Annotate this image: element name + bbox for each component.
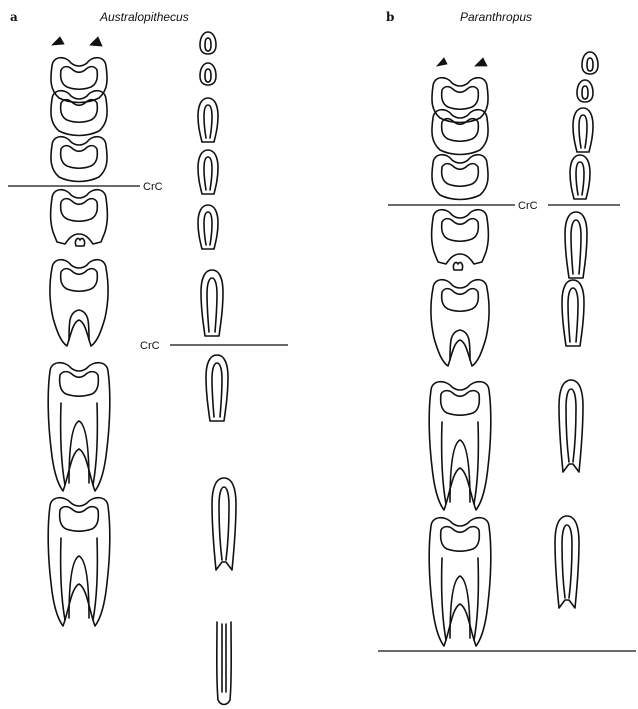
molar-stage-7 [48,498,110,626]
anterior-stage-7 [206,355,228,421]
panel-b-letter: b [386,10,394,24]
panel-a-genus-label: Australopithecus [99,10,189,24]
molar-crown-stage-1 [51,58,107,103]
molar-crown-stage-3 [51,137,107,182]
molar-crown-stage-1 [432,78,488,123]
anterior-stage-6 [201,270,223,336]
anterior-stage-6 [562,280,584,346]
anterior-stage-8 [555,516,579,608]
cusp-tip-icon [90,37,102,46]
crc-label: CrC [143,181,163,193]
anterior-stage-5 [198,205,218,249]
anterior-stage-2 [200,63,216,85]
molar-stage-4 [51,190,108,244]
anterior-stage-8 [212,478,236,570]
molar-stage-5 [50,260,108,346]
molar-crown-stage-2 [432,110,488,155]
molar-stage-6 [48,363,110,491]
crc-label: CrC [140,340,160,352]
panel-b-genus-label: Paranthropus [460,10,532,24]
anterior-stage-4 [570,155,590,199]
anterior-stage-9 [217,622,232,705]
molar-stage-5 [431,280,489,366]
small-cusp-icon [453,262,462,270]
anterior-stage-4 [198,150,218,194]
molar-crown-stage-3 [432,155,488,200]
anterior-stage-1 [200,32,216,54]
molar-stage-4 [432,210,489,264]
panel-a-letter: a [10,10,18,24]
small-cusp-icon [75,238,84,246]
cusp-tip-icon [437,58,447,66]
cusp-tip-icon [475,58,487,66]
crc-label: CrC [518,200,538,212]
anterior-stage-3 [573,108,593,152]
molar-stage-7 [429,518,491,646]
anterior-stage-1 [582,52,598,74]
anterior-stage-2 [577,80,593,102]
anterior-stage-3 [198,98,218,142]
molar-stage-6 [429,382,491,510]
anterior-stage-7 [559,380,583,472]
cusp-tip-icon [52,37,64,45]
anterior-stage-5 [565,212,587,278]
